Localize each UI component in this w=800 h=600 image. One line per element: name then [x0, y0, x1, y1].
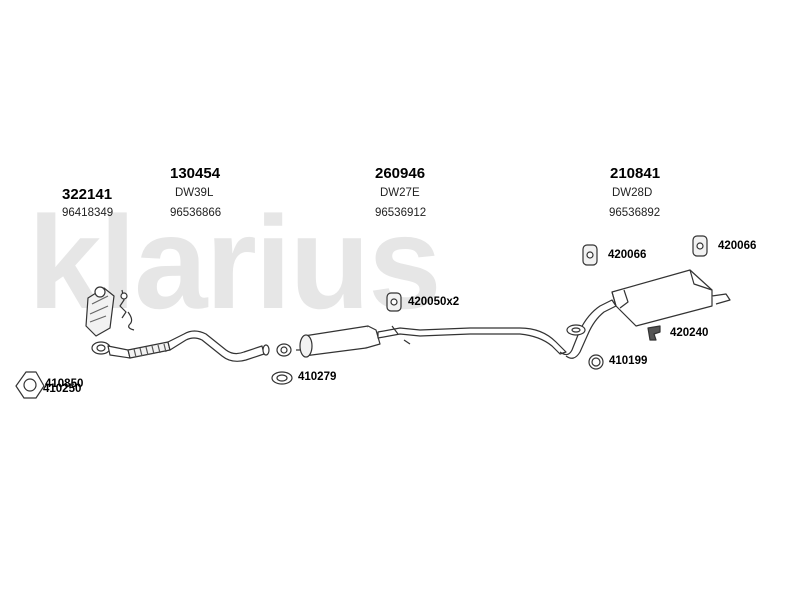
label-bracket-420240: 420240 — [670, 327, 709, 339]
label-hanger-420066-a: 420066 — [608, 249, 647, 261]
rubber-hanger-icon — [692, 235, 708, 257]
oem-number-rear-silencer: 96536892 — [609, 207, 661, 219]
part-code-rear-silencer: DW28D — [612, 187, 653, 199]
label-mount-420050x2: 420050x2 — [408, 296, 460, 308]
label-hanger-420066-b: 420066 — [718, 240, 757, 252]
oem-number-middle-silencer: 96536912 — [375, 207, 427, 219]
triangle-gasket-icon — [15, 371, 45, 399]
label-gasket-410199: 410199 — [609, 355, 648, 367]
label-gasket-410279: 410279 — [298, 371, 337, 383]
catalytic-converter-icon — [85, 286, 115, 337]
part-code-middle-silencer: DW27E — [380, 187, 420, 199]
gasket-ring-icon — [588, 354, 604, 370]
part-number-catalytic: 322141 — [62, 186, 113, 203]
pipe-clamp-icon — [276, 343, 292, 357]
gasket-ring-icon — [271, 371, 293, 385]
part-number-rear-silencer: 210841 — [610, 165, 661, 182]
part-number-middle-silencer: 260946 — [375, 165, 426, 182]
oem-number-front-pipe: 96536866 — [170, 207, 222, 219]
mounting-bracket-icon — [647, 325, 661, 341]
lambda-sensor-icon — [119, 289, 135, 331]
rear-flange-icon — [566, 324, 586, 336]
intermediate-pipe-icon — [377, 299, 617, 359]
middle-silencer-icon — [296, 325, 381, 358]
part-code-front-pipe: DW39L — [175, 187, 214, 199]
label-gasket-410850: 410850 — [45, 378, 84, 390]
rubber-mount-icon — [386, 292, 402, 312]
front-flange-icon — [91, 341, 111, 355]
front-pipe-icon — [107, 330, 270, 362]
rubber-hanger-icon — [582, 244, 598, 266]
label-gasket-410250: 410250 — [43, 383, 82, 395]
rear-silencer-icon — [611, 269, 731, 327]
part-number-front-pipe: 130454 — [170, 165, 221, 182]
oem-number-catalytic: 96418349 — [62, 207, 114, 219]
